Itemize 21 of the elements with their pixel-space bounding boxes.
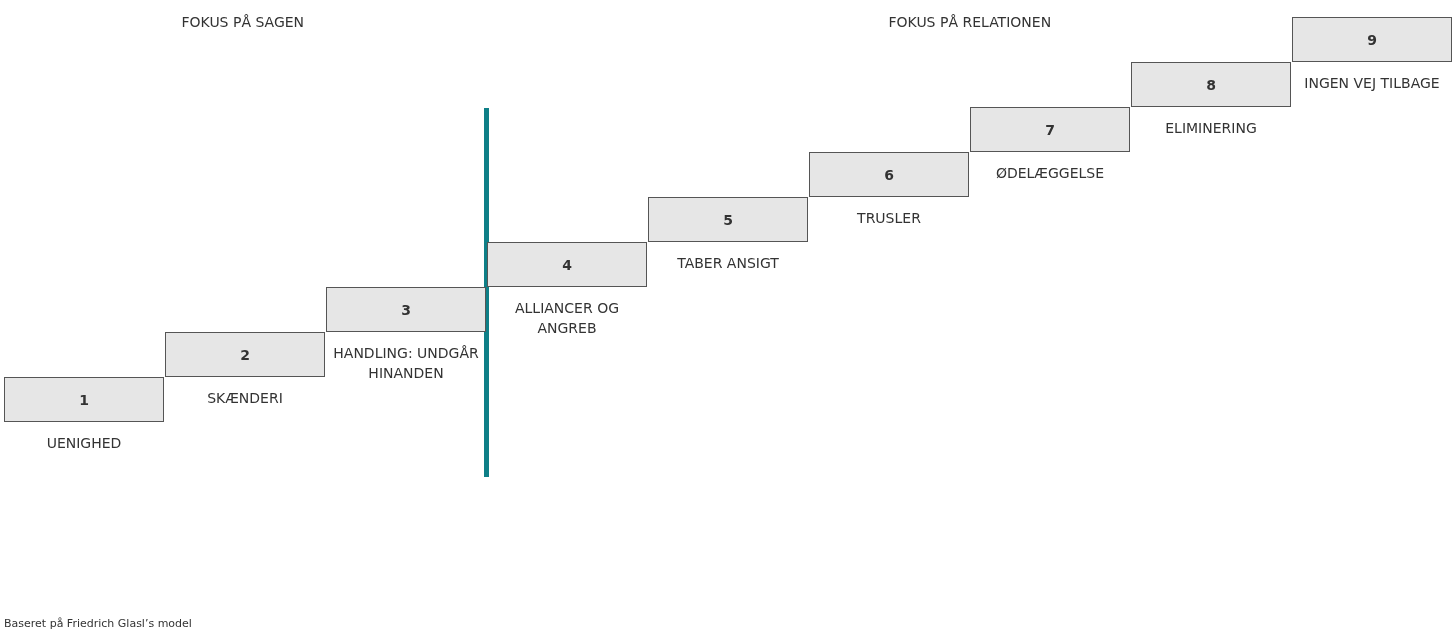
step-box: 9 (1292, 17, 1452, 62)
source-note: Baseret på Friedrich Glasl’s model (4, 617, 192, 630)
step-caption: TRUSLER (856, 209, 922, 228)
step-caption: ALLIANCER OG ANGREB (514, 299, 620, 338)
step-caption: INGEN VEJ TILBAGE (1303, 74, 1441, 93)
step-box: 7 (970, 107, 1130, 152)
section-heading: FOKUS PÅ RELATIONEN (888, 14, 1052, 30)
step-box: 1 (4, 377, 164, 422)
step-caption: HANDLING: UNDGÅR HINANDEN (332, 344, 480, 383)
step-caption: UENIGHED (45, 434, 123, 453)
step-caption: ØDELÆGGELSE (994, 164, 1106, 183)
step-caption: ELIMINERING (1164, 119, 1258, 138)
step-caption: TABER ANSIGT (676, 254, 780, 273)
step-box: 8 (1131, 62, 1291, 107)
step-box: 5 (648, 197, 808, 242)
step-box: 2 (165, 332, 325, 377)
section-heading: FOKUS PÅ SAGEN (181, 14, 305, 30)
step-box: 3 (326, 287, 486, 332)
step-caption: SKÆNDERI (206, 389, 284, 408)
step-box: 4 (487, 242, 647, 287)
step-box: 6 (809, 152, 969, 197)
